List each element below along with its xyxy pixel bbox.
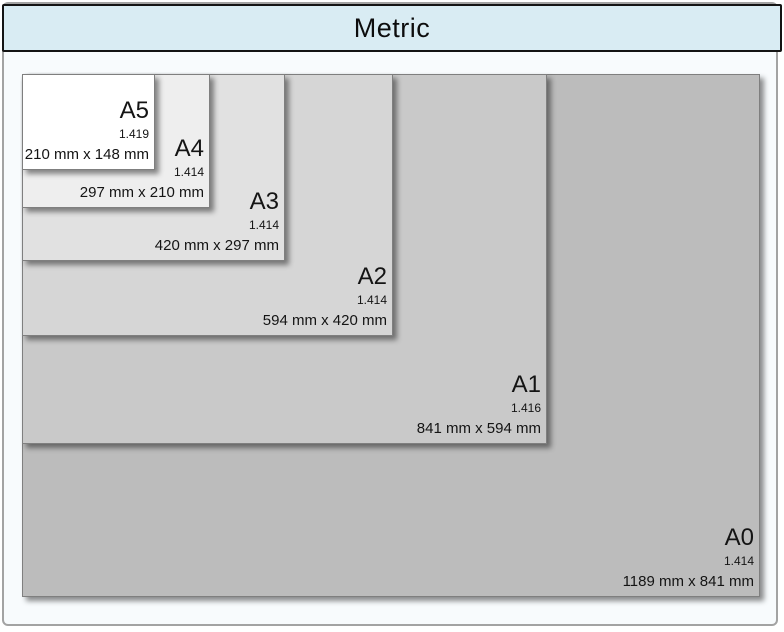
diagram-header: Metric	[2, 4, 782, 52]
paper-aspect-ratio: 1.416	[510, 401, 541, 415]
paper-size-label: A1	[511, 371, 541, 398]
paper-dimensions: 210 mm x 148 mm	[24, 146, 149, 163]
paper-dimensions: 297 mm x 210 mm	[79, 184, 204, 201]
paper-label-block-a3: A3 1.414 420 mm x 297 mm	[155, 187, 279, 256]
paper-dimensions: 1189 mm x 841 mm	[622, 573, 754, 590]
paper-size-label: A4	[174, 135, 204, 162]
paper-a5: A5 1.419 210 mm x 148 mm	[22, 74, 155, 170]
diagram-canvas: A0 1.414 1189 mm x 841 mm A1 1.416 841 mm x 5…	[4, 52, 776, 624]
paper-dimensions: 420 mm x 297 mm	[154, 237, 279, 254]
diagram-title: Metric	[353, 12, 431, 43]
paper-aspect-ratio: 1.414	[173, 165, 204, 179]
paper-dimensions: 841 mm x 594 mm	[416, 420, 541, 437]
paper-size-label: A5	[119, 97, 149, 124]
paper-label-block-a2: A2 1.414 594 mm x 420 mm	[263, 262, 387, 331]
paper-dimensions: 594 mm x 420 mm	[262, 312, 387, 329]
paper-aspect-ratio: 1.414	[723, 554, 754, 568]
paper-label-block-a0: A0 1.414 1189 mm x 841 mm	[623, 523, 754, 592]
paper-label-block-a4: A4 1.414 297 mm x 210 mm	[80, 134, 204, 203]
paper-size-label: A3	[249, 188, 279, 215]
paper-aspect-ratio: 1.414	[248, 218, 279, 232]
paper-label-block-a1: A1 1.416 841 mm x 594 mm	[417, 370, 541, 439]
paper-size-label: A2	[357, 263, 387, 290]
paper-aspect-ratio: 1.414	[356, 293, 387, 307]
paper-aspect-ratio: 1.419	[118, 127, 149, 141]
paper-size-label: A0	[724, 524, 754, 551]
paper-label-block-a5: A5 1.419 210 mm x 148 mm	[25, 96, 149, 165]
